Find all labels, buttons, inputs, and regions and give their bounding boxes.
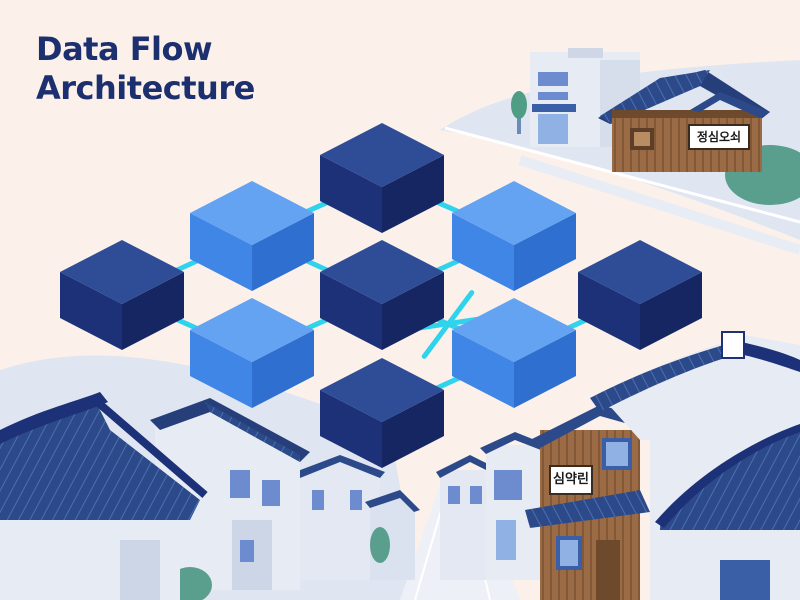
top-right-street <box>440 48 800 255</box>
cube-node-n3 <box>452 181 576 291</box>
left-house-mid <box>150 398 310 600</box>
title-line-2: Architecture <box>36 69 255 107</box>
cube-node-n7 <box>190 298 314 408</box>
bottom-street <box>0 331 800 600</box>
shop-sign-bottom: 심약린 <box>549 465 593 495</box>
connector-line-12 <box>421 290 475 359</box>
tree-icon <box>511 91 527 119</box>
left-house-front <box>0 392 208 600</box>
wooden-shop-bottom <box>525 405 655 600</box>
cube-node-n5 <box>320 240 444 350</box>
cube-node-n9 <box>320 358 444 468</box>
cube-node-n6 <box>578 240 702 350</box>
cube-node-n1 <box>320 123 444 233</box>
cube-node-n2 <box>190 181 314 291</box>
data-nodes <box>60 123 702 468</box>
cube-node-n8 <box>452 298 576 408</box>
left-house-far <box>295 455 420 580</box>
right-house-front <box>590 331 800 600</box>
page-title: Data Flow Architecture <box>36 30 255 108</box>
title-line-1: Data Flow <box>36 30 213 68</box>
cube-node-n4 <box>60 240 184 350</box>
right-house-far <box>436 432 550 580</box>
shop-sign-top: 정심오쇠 <box>688 124 750 150</box>
